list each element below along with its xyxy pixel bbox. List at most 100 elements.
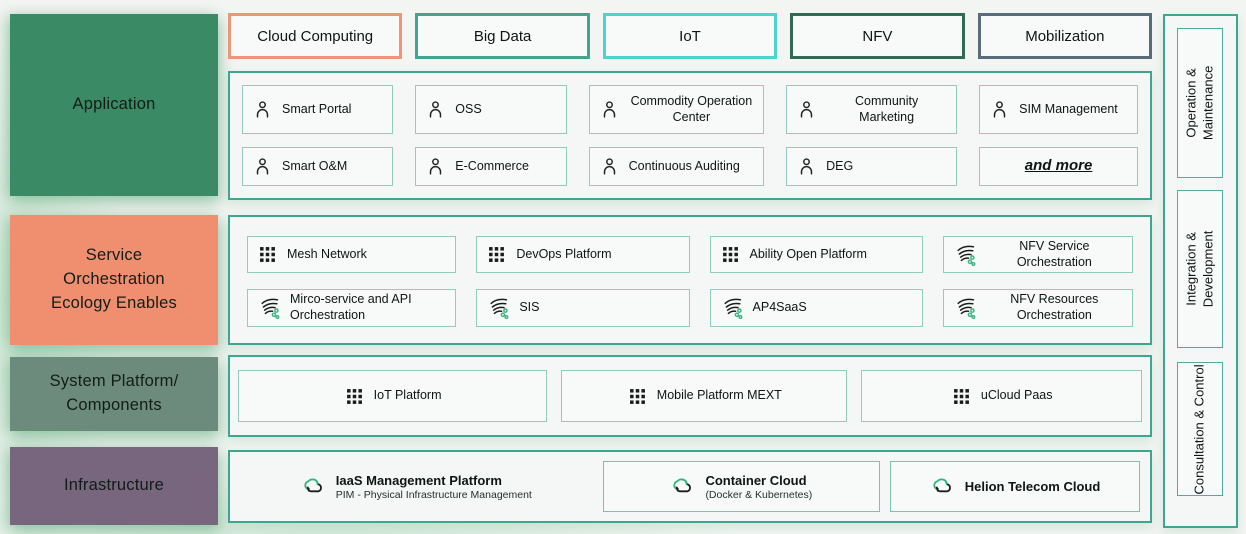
rail-label-line: Integration & xyxy=(1183,232,1199,306)
infra-title: Helion Telecom Cloud xyxy=(964,479,1101,494)
rail-label-line: Development xyxy=(1200,230,1216,308)
orchestration-icon xyxy=(957,245,976,266)
row-label-text: Service Orchestration Ecology Enables xyxy=(51,246,177,312)
person-icon xyxy=(256,158,269,175)
orchestration-icon xyxy=(261,298,280,319)
item-sis: SIS xyxy=(476,289,690,327)
item-mirco-service-api-orchestration: Mirco-service and API Orchestration xyxy=(247,289,457,327)
app-grid-icon xyxy=(953,388,969,404)
infra-text: Helion Telecom Cloud xyxy=(965,479,1101,494)
row-label-text: Infrastructure xyxy=(63,476,164,495)
header-nfv: NFV xyxy=(790,13,965,59)
app-grid-icon xyxy=(722,247,738,263)
cloud-sync-icon xyxy=(933,477,951,493)
rail-operation-maintenance: Operation & Maintenance xyxy=(1177,28,1223,178)
infra-title: Container Cloud xyxy=(705,472,807,488)
item-label: Smart O&M xyxy=(282,158,348,173)
item-label: SIM Management xyxy=(1019,101,1118,116)
orchestration-icon xyxy=(957,298,976,319)
app-grid-icon xyxy=(260,247,275,263)
item-deg: DEG xyxy=(786,147,958,186)
item-label: and more xyxy=(1024,157,1093,175)
item-label: E-Commerce xyxy=(455,158,529,173)
item-e-commerce: E-Commerce xyxy=(415,147,567,186)
orchestration-icon xyxy=(723,298,742,319)
item-label: DEG xyxy=(826,158,854,173)
item-label: Mirco-service and API Orchestration xyxy=(290,292,412,322)
item-label: OSS xyxy=(455,101,482,116)
item-helion-telecom-cloud: Helion Telecom Cloud xyxy=(890,461,1140,512)
row-label-infrastructure: Infrastructure xyxy=(10,447,218,525)
person-icon xyxy=(430,158,442,175)
header-mobilization: Mobilization xyxy=(977,13,1153,59)
system-grid: IoT Platform Mobile Platform MEXT uCloud… xyxy=(230,357,1150,435)
person-icon xyxy=(430,101,442,118)
app-grid-icon xyxy=(346,388,362,404)
item-label: Ability Open Platform xyxy=(749,246,867,261)
person-icon xyxy=(256,101,269,118)
category-header-row: Cloud Computing Big Data IoT NFV Mobiliz… xyxy=(228,13,1153,59)
rail-consultation-control: Consultation & Control xyxy=(1177,362,1223,496)
person-icon xyxy=(603,101,615,118)
row-label-application: Application xyxy=(10,14,218,196)
item-label: AP4SaaS xyxy=(752,300,807,315)
infra-text: Container Cloud (Docker & Kubernetes) xyxy=(705,473,812,501)
row-label-system-platform: System Platform/ Components xyxy=(10,357,218,431)
item-container-cloud: Container Cloud (Docker & Kubernetes) xyxy=(602,461,881,512)
infra-title: IaaS Management Platform xyxy=(335,472,502,488)
item-label: IoT Platform xyxy=(373,388,442,403)
item-devops-platform: DevOps Platform xyxy=(476,236,690,274)
item-label: uCloud Paas xyxy=(980,388,1053,403)
service-grid: Mesh Network DevOps Platform Ability Ope… xyxy=(230,217,1150,343)
item-mobile-platform-mext: Mobile Platform MEXT xyxy=(561,370,848,422)
row-label-text: Application xyxy=(72,95,156,114)
rail-integration-development: Integration & Development xyxy=(1177,190,1223,348)
orchestration-icon xyxy=(490,298,509,319)
item-label: DevOps Platform xyxy=(516,246,612,261)
item-mesh-network: Mesh Network xyxy=(247,236,457,274)
infra-text: IaaS Management Platform PIM - Physical … xyxy=(336,473,532,501)
infrastructure-row: IaaS Management Platform PIM - Physical … xyxy=(230,452,1150,521)
app-grid-icon xyxy=(629,388,645,404)
item-label: Mobile Platform MEXT xyxy=(656,388,782,403)
person-icon xyxy=(603,158,615,175)
rail-label: Consultation & Control xyxy=(1192,364,1209,494)
item-sim-management: SIM Management xyxy=(979,85,1138,135)
system-platform-panel: IoT Platform Mobile Platform MEXT uCloud… xyxy=(228,355,1152,437)
service-orchestration-panel: Mesh Network DevOps Platform Ability Ope… xyxy=(228,215,1152,345)
rail-label-line: Maintenance xyxy=(1200,65,1216,141)
application-grid: Smart Portal OSS Commodity Operation Cen… xyxy=(230,73,1150,198)
item-smart-portal: Smart Portal xyxy=(242,85,394,135)
header-iot: IoT xyxy=(602,13,778,59)
item-label: Community Marketing xyxy=(855,93,919,124)
infra-subtitle: (Docker & Kubernetes) xyxy=(705,488,813,501)
item-smart-oandm: Smart O&M xyxy=(242,147,394,186)
item-label: Mesh Network xyxy=(287,246,367,261)
right-rail: Operation & Maintenance Integration & De… xyxy=(1163,14,1238,528)
item-continuous-auditing: Continuous Auditing xyxy=(588,147,765,186)
item-nfv-service-orchestration: NFV Service Orchestration xyxy=(942,236,1133,274)
header-cloud-computing: Cloud Computing xyxy=(228,13,403,59)
item-nfv-resources-orchestration: NFV Resources Orchestration xyxy=(942,289,1133,327)
item-iaas-management-platform: IaaS Management Platform PIM - Physical … xyxy=(240,461,593,512)
item-iot-platform: IoT Platform xyxy=(238,370,548,422)
item-ability-open-platform: Ability Open Platform xyxy=(709,236,923,274)
infra-subtitle: PIM - Physical Infrastructure Management xyxy=(335,488,532,501)
row-label-service-orchestration: Service Orchestration Ecology Enables xyxy=(10,215,218,345)
item-oss: OSS xyxy=(415,85,567,135)
item-label: SIS xyxy=(519,300,540,315)
item-label: Continuous Auditing xyxy=(628,158,740,173)
rail-label-line: Operation & xyxy=(1183,68,1199,138)
item-label: NFV Resources Orchestration xyxy=(1010,292,1099,322)
item-label: Commodity Operation Center xyxy=(630,93,753,124)
rail-label: Operation & Maintenance xyxy=(1183,66,1217,140)
infrastructure-panel: IaaS Management Platform PIM - Physical … xyxy=(228,450,1152,523)
cloud-sync-icon xyxy=(673,477,692,493)
item-label: NFV Service Orchestration xyxy=(1016,239,1092,269)
row-label-text: System Platform/ Components xyxy=(49,372,179,414)
rail-label: Integration & Development xyxy=(1183,231,1217,308)
cloud-sync-icon xyxy=(304,477,322,493)
item-and-more: and more xyxy=(979,147,1138,186)
application-panel: Smart Portal OSS Commodity Operation Cen… xyxy=(228,71,1152,200)
item-label: Smart Portal xyxy=(282,101,352,116)
